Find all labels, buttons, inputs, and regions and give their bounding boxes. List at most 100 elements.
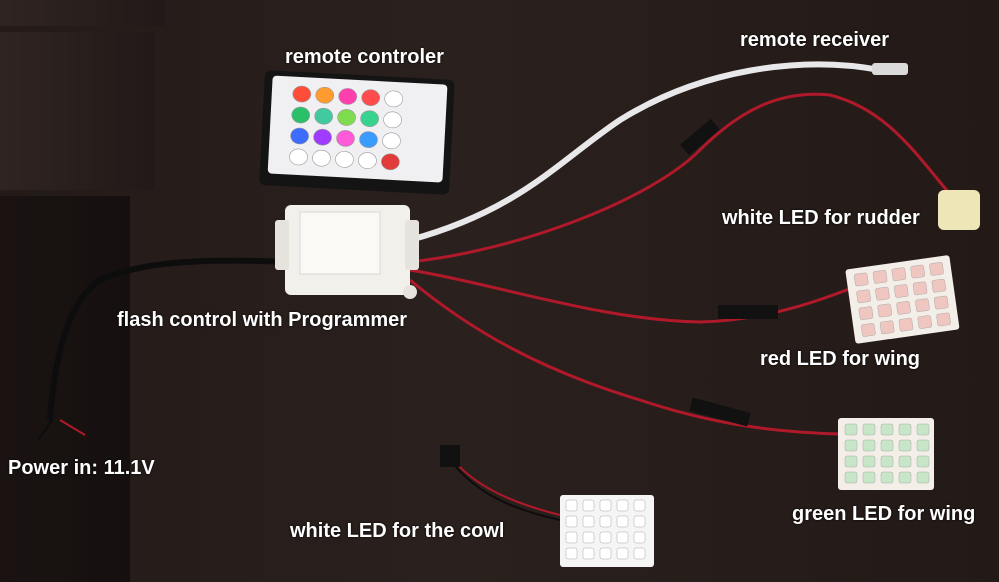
remote-button (290, 127, 309, 145)
led-chip (844, 439, 858, 452)
led-chip (916, 439, 930, 452)
led-chip (599, 515, 612, 528)
remote-controller (259, 70, 455, 195)
led-chip (565, 531, 578, 544)
led-chip (898, 423, 912, 436)
led-chip (582, 515, 595, 528)
led-chip (877, 303, 893, 318)
remote-button (384, 90, 403, 108)
led-chip (582, 531, 595, 544)
led-chip (616, 547, 629, 560)
label-remote-receiver: remote receiver (740, 29, 889, 51)
led-chip (916, 423, 930, 436)
led-chip (565, 515, 578, 528)
led-chip (896, 301, 911, 315)
remote-button (383, 111, 402, 129)
receiver-plug (872, 63, 908, 75)
led-chip (844, 455, 858, 468)
led-chip (616, 499, 629, 512)
label-white-led-rudder: white LED for rudder (722, 207, 920, 229)
led-chip (862, 455, 876, 468)
green-led-panel (838, 418, 934, 490)
remote-button (312, 149, 331, 167)
remote-button (338, 88, 358, 105)
led-chip (916, 455, 930, 468)
led-chip (936, 312, 951, 327)
remote-button (361, 89, 381, 106)
remote-button (313, 128, 332, 146)
remote-button (292, 85, 312, 103)
rudder-led (938, 190, 980, 230)
led-chip (858, 306, 874, 320)
wood-plank (0, 196, 130, 582)
label-remote-controller: remote controler (285, 46, 444, 68)
led-chip (898, 455, 912, 468)
led-chip (917, 315, 933, 329)
led-chip (862, 423, 876, 436)
led-chip (844, 423, 858, 436)
led-chip (616, 531, 629, 544)
remote-button (382, 132, 401, 150)
led-chip (880, 471, 894, 484)
led-chip (633, 547, 646, 560)
led-chip (910, 264, 925, 279)
controller-box (275, 205, 419, 299)
remote-button (381, 153, 400, 171)
led-chip (898, 317, 914, 332)
remote-button (336, 130, 355, 147)
led-chip (915, 298, 930, 313)
led-chip (853, 272, 869, 287)
label-white-led-cowl: white LED for the cowl (290, 520, 505, 542)
remote-button (335, 151, 354, 168)
led-chip (856, 289, 871, 304)
white-led-panel (560, 495, 654, 567)
remote-button (314, 107, 333, 125)
led-chip (933, 295, 949, 310)
wood-plank (0, 32, 155, 190)
remote-button (291, 106, 311, 124)
led-chip (916, 471, 930, 484)
led-chip (912, 281, 928, 296)
led-chip (898, 439, 912, 452)
remote-button (358, 152, 377, 169)
led-chip (872, 269, 888, 284)
led-chip (633, 499, 646, 512)
led-chip (879, 320, 895, 335)
led-chip (565, 547, 578, 560)
label-flash-control: flash control with Programmer (117, 309, 408, 331)
led-chip (898, 471, 912, 484)
led-chip (931, 278, 947, 293)
led-chip (880, 455, 894, 468)
led-chip (880, 423, 894, 436)
red-led-panel (845, 255, 960, 344)
led-chip (875, 286, 890, 301)
led-chip (862, 471, 876, 484)
led-chip (565, 499, 578, 512)
led-chip (599, 547, 612, 560)
led-chip (844, 471, 858, 484)
remote-button (360, 110, 379, 127)
led-chip (599, 531, 612, 544)
label-red-led-wing: red LED for wing (760, 348, 920, 370)
led-chip (616, 515, 629, 528)
remote-button (289, 148, 308, 166)
wood-plank (0, 0, 165, 26)
led-chip (582, 547, 595, 560)
led-chip (633, 515, 646, 528)
led-chip (599, 499, 612, 512)
remote-button (337, 109, 356, 126)
led-chip (891, 267, 907, 282)
led-chip (893, 284, 909, 298)
led-chip (862, 439, 876, 452)
label-power-in: Power in: 11.1V (8, 457, 155, 479)
remote-button (315, 86, 335, 104)
led-chip (633, 531, 646, 544)
led-chip (929, 262, 944, 276)
led-chip (880, 439, 894, 452)
remote-button (359, 131, 378, 148)
led-chip (582, 499, 595, 512)
label-green-led-wing: green LED for wing (792, 503, 976, 525)
led-chip (861, 323, 876, 337)
